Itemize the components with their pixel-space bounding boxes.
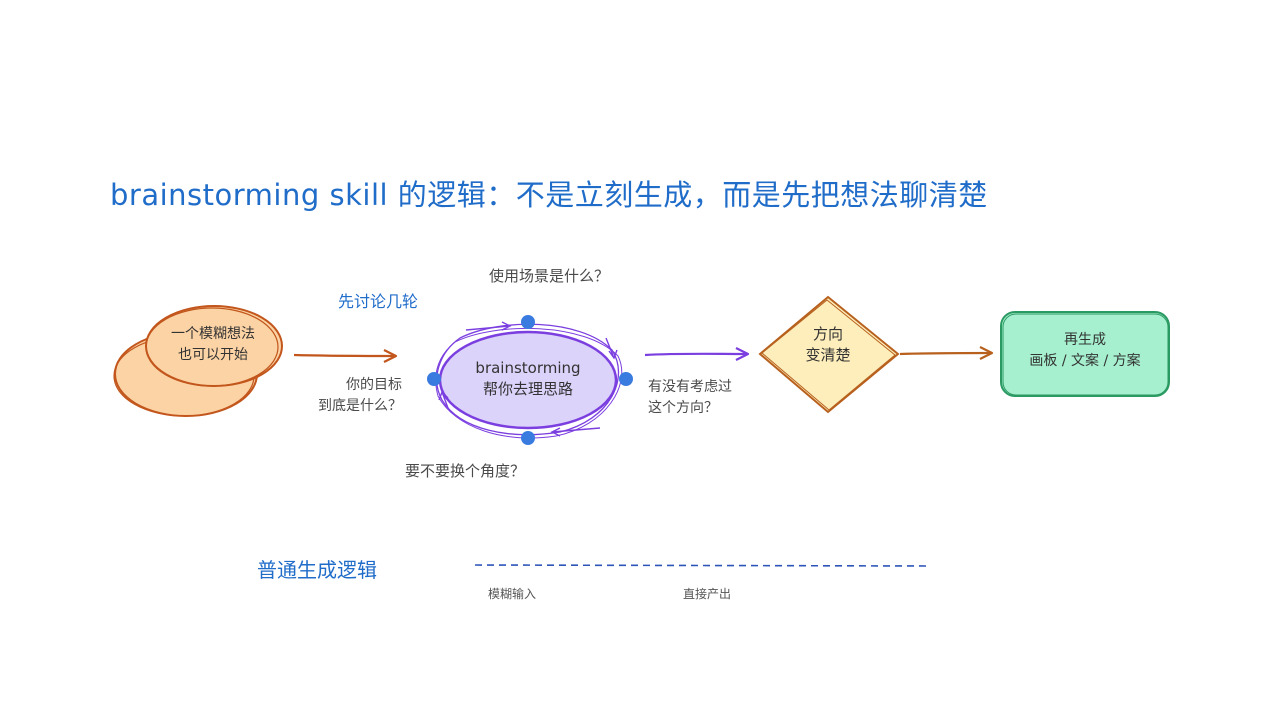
consider-note-line2: 这个方向？ [648, 400, 718, 416]
goal-note-line1: 你的目标 [346, 377, 402, 393]
brainstorm-outer-sketch-2 [435, 327, 623, 439]
brainstorm-outer-sketch [436, 323, 620, 436]
rotate-arrow-top [465, 321, 512, 331]
goal-note: 你的目标 到底是什么？ [312, 375, 402, 417]
brainstorm-handle-bottom[interactable] [521, 431, 535, 445]
legend-label: 普通生成逻辑 [257, 558, 377, 582]
arrow-brainstorm-to-direction [644, 347, 750, 361]
rotate-arrow-left [438, 390, 449, 409]
direction-diamond-sketch [761, 299, 896, 411]
arrow-idea-to-brainstorm [293, 349, 398, 363]
page-title: brainstorming skill 的逻辑：不是立刻生成，而是先把想法聊清楚 [110, 178, 988, 212]
brainstorm-handle-top[interactable] [521, 315, 535, 329]
arrow-direction-to-output [899, 346, 994, 360]
brainstorm-handle-left[interactable] [427, 372, 441, 386]
brainstorm-handle-right[interactable] [619, 372, 633, 386]
brainstorm-label-line2: 帮你去理思路 [482, 380, 573, 398]
idea-label: 一个模糊想法 也可以开始 [158, 324, 268, 366]
idea-label-line2: 也可以开始 [178, 347, 248, 363]
rotate-arrow-right [605, 337, 618, 360]
direction-label-line2: 变清楚 [805, 346, 851, 364]
legend-dashed-line [474, 564, 929, 567]
angle-note: 要不要换个角度？ [405, 462, 526, 480]
idea-label-line1: 一个模糊想法 [171, 326, 255, 342]
output-label-line1: 再生成 [1064, 332, 1106, 348]
output-box [1000, 311, 1170, 397]
brainstorm-node[interactable] [427, 315, 633, 445]
output-label-line2: 画板 / 文案 / 方案 [1029, 353, 1141, 369]
brainstorm-label-line1: brainstorming [475, 359, 581, 377]
idea-node[interactable] [113, 305, 283, 417]
idea-front-ellipse-sketch [145, 307, 279, 387]
legend-output-label: 直接产出 [683, 587, 732, 601]
direction-node[interactable] [758, 295, 900, 414]
output-label: 再生成 画板 / 文案 / 方案 [1003, 330, 1167, 372]
output-box-sketch [1002, 313, 1169, 396]
brainstorm-label: brainstorming 帮你去理思路 [458, 358, 598, 400]
direction-label: 方向 变清楚 [788, 324, 868, 366]
consider-note: 有没有考虑过 这个方向？ [648, 377, 732, 419]
direction-label-line1: 方向 [812, 325, 843, 343]
discuss-note: 先讨论几轮 [338, 292, 419, 311]
legend-input-label: 模糊输入 [488, 587, 537, 601]
goal-note-line2: 到底是什么？ [318, 398, 402, 414]
rotate-arrow-bottom [550, 427, 601, 437]
consider-note-line1: 有没有考虑过 [648, 379, 732, 395]
direction-diamond [758, 295, 900, 414]
usage-note: 使用场景是什么？ [489, 267, 610, 285]
output-node[interactable] [1000, 311, 1170, 397]
